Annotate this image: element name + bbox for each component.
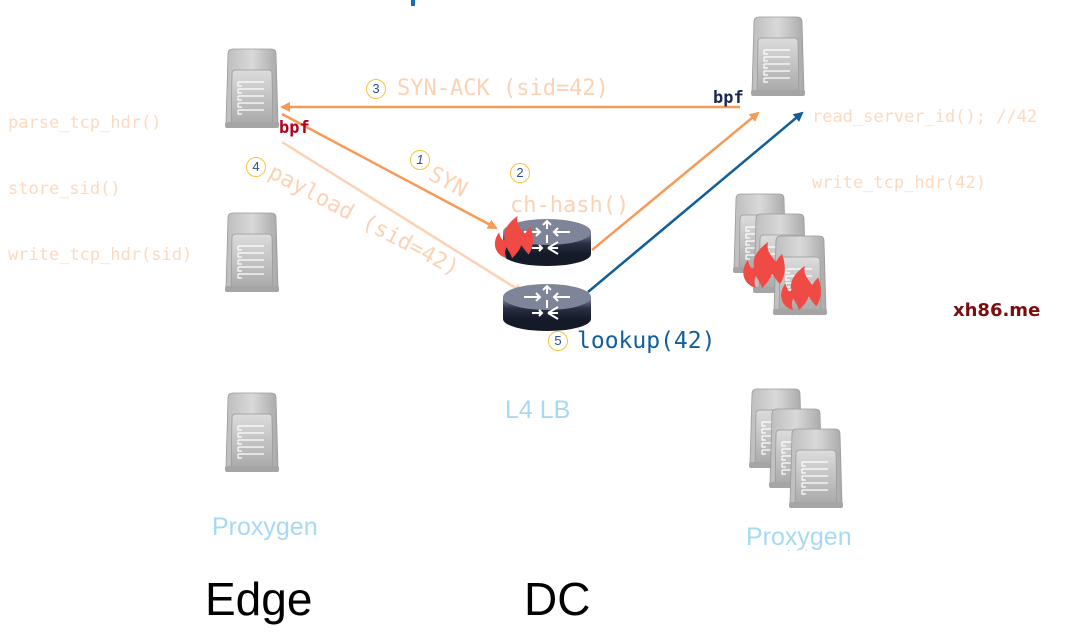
dc-code-line: write_tcp_hdr(42): [812, 173, 986, 193]
step-badge-2: 2: [510, 163, 530, 183]
server-icon: [224, 48, 280, 130]
step-badge-1: 1: [410, 150, 430, 170]
arrow-ch-hash: [591, 111, 760, 251]
step-label-syn-ack: SYN-ACK (sid=42): [397, 76, 609, 101]
step-badge-4: 4: [246, 157, 266, 177]
dc-heading: DC: [524, 573, 591, 625]
step-label-lookup: lookup(42): [577, 328, 716, 354]
bpf-label-edge: bpf: [279, 118, 310, 138]
dc-code: read_server_id(); //42 write_tcp_hdr(42): [812, 62, 1037, 216]
arrow-lookup: [587, 111, 804, 293]
edge-heading: Edge: [205, 573, 313, 625]
proxygen-dc-label: Proxygen: [746, 523, 852, 551]
watermark: xh86.me: [953, 300, 1041, 321]
edge-code-line: parse_tcp_hdr(): [8, 113, 162, 133]
flame-icon: [490, 214, 536, 260]
title-fragment: [411, 0, 415, 6]
arrow-syn: [281, 112, 498, 230]
edge-code-line: write_tcp_hdr(sid): [8, 245, 193, 265]
step-label-ch-hash: ch-hash(): [510, 193, 630, 218]
server-icon: [750, 16, 806, 98]
arrow-payload: [281, 140, 524, 294]
bpf-label-dc: bpf: [713, 88, 744, 108]
server-icon: [224, 392, 280, 474]
dc-code-line: read_server_id(); //42: [812, 107, 1038, 127]
proxygen-edge-label: Proxygen: [212, 513, 318, 541]
flame-icon: [776, 264, 824, 312]
edge-code-line: store_sid(): [8, 179, 121, 199]
edge-code: parse_tcp_hdr() store_sid() write_tcp_hd…: [8, 68, 192, 288]
server-icon: [224, 212, 280, 294]
ellipsis: . . .: [787, 540, 809, 554]
step-badge-5: 5: [548, 331, 568, 351]
router-icon: [502, 282, 592, 332]
server-icon: [788, 428, 844, 510]
step-badge-3: 3: [366, 79, 386, 99]
l4lb-label: L4 LB: [505, 396, 571, 424]
